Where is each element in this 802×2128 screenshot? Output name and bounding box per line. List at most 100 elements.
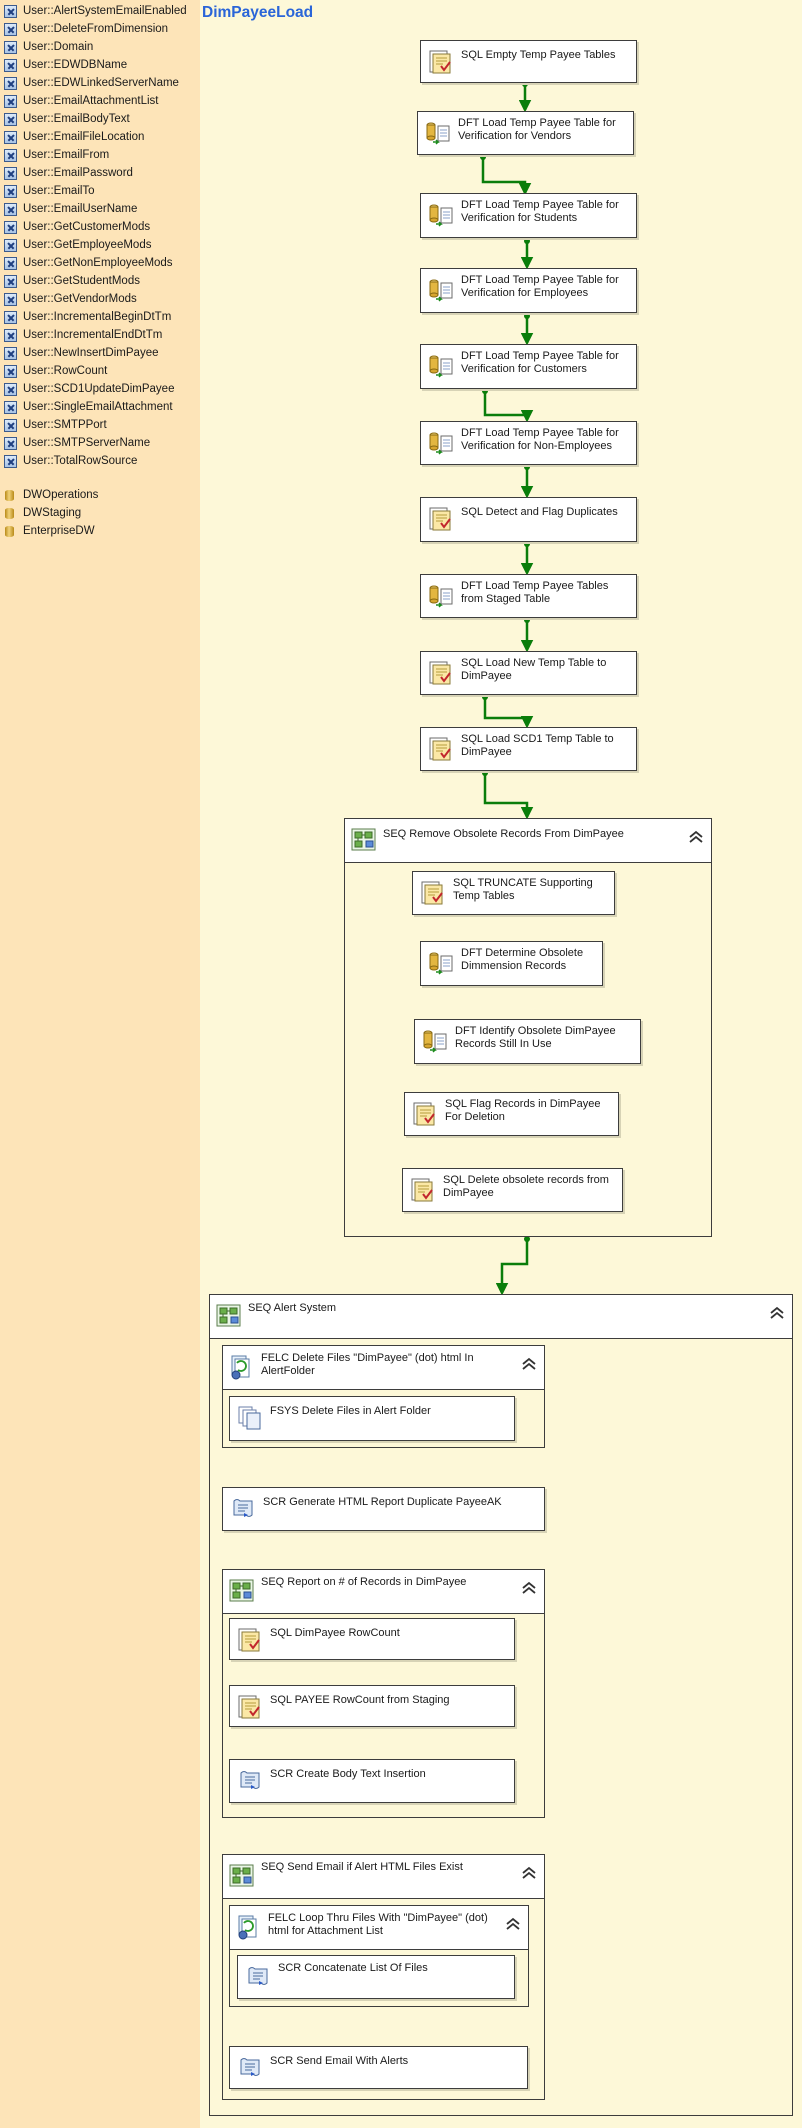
sql-load-scd1-temp-task[interactable]: SQL Load SCD1 Temp Table to DimPayee — [420, 727, 637, 771]
variable-label: User::TotalRowSource — [23, 455, 138, 467]
variable-label: User::AlertSystemEmailEnabled — [23, 5, 187, 17]
sql-flag-records-task[interactable]: SQL Flag Records in DimPayee For Deletio… — [404, 1092, 619, 1136]
variable-label: User::SMTPServerName — [23, 437, 151, 449]
variable-item[interactable]: User::IncrementalBeginDtTm — [4, 308, 171, 326]
variable-item[interactable]: User::GetEmployeeMods — [4, 236, 151, 254]
sql-detect-flag-duplicates-task[interactable]: SQL Detect and Flag Duplicates — [420, 497, 637, 542]
collapse-icon[interactable] — [520, 1579, 538, 1597]
connection-item[interactable]: EnterpriseDW — [4, 522, 95, 540]
variable-item[interactable]: User::GetStudentMods — [4, 272, 140, 290]
container-header: FELC Delete Files "DimPayee" (dot) html … — [223, 1346, 544, 1390]
variable-item[interactable]: User::EmailBodyText — [4, 110, 130, 128]
sql-empty-temp-payee-tables-task[interactable]: SQL Empty Temp Payee Tables — [420, 40, 637, 83]
container-title: FELC Delete Files "DimPayee" (dot) html … — [261, 1352, 474, 1377]
variable-item[interactable]: User::EmailFrom — [4, 146, 109, 164]
variable-icon — [4, 4, 17, 18]
sql-load-new-temp-task[interactable]: SQL Load New Temp Table to DimPayee — [420, 651, 637, 695]
container-header: FELC Loop Thru Files With "DimPayee" (do… — [230, 1906, 528, 1950]
task-label: SQL TRUNCATE Supporting Temp Tables — [453, 877, 593, 902]
variable-label: User::SMTPPort — [23, 419, 107, 431]
task-label: DFT Load Temp Payee Tables from Staged T… — [461, 580, 609, 605]
data-flow-task-icon — [428, 583, 454, 609]
variable-item[interactable]: User::SMTPServerName — [4, 434, 150, 452]
collapse-icon[interactable] — [520, 1355, 538, 1373]
database-icon — [4, 507, 15, 520]
variable-item[interactable]: User::GetCustomerMods — [4, 218, 150, 236]
variable-icon — [4, 454, 17, 468]
variable-item[interactable]: User::EmailTo — [4, 182, 95, 200]
task-label: SQL PAYEE RowCount from Staging — [270, 1694, 450, 1706]
variable-item[interactable]: User::AlertSystemEmailEnabled — [4, 2, 187, 20]
sql-dimpayee-rowcount-task[interactable]: SQL DimPayee RowCount — [229, 1618, 515, 1660]
variable-item[interactable]: User::SCD1UpdateDimPayee — [4, 380, 174, 398]
container-header: SEQ Send Email if Alert HTML Files Exist — [223, 1855, 544, 1899]
variable-item[interactable]: User::NewInsertDimPayee — [4, 344, 158, 362]
dft-identify-obsolete-task[interactable]: DFT Identify Obsolete DimPayee Records S… — [414, 1019, 641, 1064]
dft-determine-obsolete-task[interactable]: DFT Determine Obsolete Dimmension Record… — [420, 941, 603, 986]
variable-icon — [4, 58, 17, 72]
foreach-loop-icon — [229, 1354, 255, 1380]
collapse-icon[interactable] — [687, 828, 705, 846]
collapse-icon[interactable] — [520, 1864, 538, 1882]
task-label: DFT Load Temp Payee Table for Verificati… — [461, 350, 619, 375]
execute-sql-task-icon — [237, 1694, 263, 1720]
precedence-link — [481, 155, 532, 196]
dft-load-students-task[interactable]: DFT Load Temp Payee Table for Verificati… — [420, 193, 637, 238]
collapse-icon[interactable] — [768, 1304, 786, 1322]
variable-item[interactable]: User::EmailAttachmentList — [4, 92, 159, 110]
variable-item[interactable]: User::GetNonEmployeeMods — [4, 254, 173, 272]
variable-item[interactable]: User::EmailFileLocation — [4, 128, 144, 146]
variable-label: User::GetVendorMods — [23, 293, 137, 305]
variable-item[interactable]: User::IncrementalEndDtTm — [4, 326, 162, 344]
task-label: DFT Load Temp Payee Table for Verificati… — [461, 427, 619, 452]
variable-icon — [4, 238, 17, 252]
variable-label: User::NewInsertDimPayee — [23, 347, 159, 359]
variable-label: User::SCD1UpdateDimPayee — [23, 383, 175, 395]
sequence-container-icon — [229, 1578, 255, 1604]
task-label: SQL Flag Records in DimPayee For Deletio… — [445, 1098, 601, 1123]
variable-item[interactable]: User::SingleEmailAttachment — [4, 398, 173, 416]
variable-icon — [4, 40, 17, 54]
variable-item[interactable]: User::EmailPassword — [4, 164, 133, 182]
data-flow-task-icon — [428, 202, 454, 228]
dft-load-non-employees-task[interactable]: DFT Load Temp Payee Table for Verificati… — [420, 421, 637, 465]
variable-item[interactable]: User::DeleteFromDimension — [4, 20, 168, 38]
dft-load-from-staged-task[interactable]: DFT Load Temp Payee Tables from Staged T… — [420, 574, 637, 618]
variable-icon — [4, 184, 17, 198]
variable-item[interactable]: User::GetVendorMods — [4, 290, 137, 308]
sql-payee-rowcount-staging-task[interactable]: SQL PAYEE RowCount from Staging — [229, 1685, 515, 1727]
task-label: DFT Determine Obsolete Dimmension Record… — [461, 947, 584, 972]
dft-load-customers-task[interactable]: DFT Load Temp Payee Table for Verificati… — [420, 344, 637, 389]
scr-send-email-task[interactable]: SCR Send Email With Alerts — [229, 2046, 528, 2089]
container-title: SEQ Report on # of Records in DimPayee — [261, 1576, 467, 1588]
sql-delete-obsolete-task[interactable]: SQL Delete obsolete records from DimPaye… — [402, 1168, 623, 1212]
variable-label: User::GetNonEmployeeMods — [23, 257, 173, 269]
felc-delete-files-container[interactable]: FELC Delete Files "DimPayee" (dot) html … — [222, 1345, 545, 1448]
variable-item[interactable]: User::EDWLinkedServerName — [4, 74, 179, 92]
variable-icon — [4, 346, 17, 360]
container-header: SEQ Alert System — [210, 1295, 792, 1339]
variable-item[interactable]: User::Domain — [4, 38, 93, 56]
connection-item[interactable]: DWStaging — [4, 504, 81, 522]
script-task-icon — [237, 2055, 263, 2081]
variable-item[interactable]: User::EmailUserName — [4, 200, 137, 218]
variable-item[interactable]: User::EDWDBName — [4, 56, 127, 74]
script-task-icon — [237, 1768, 263, 1794]
sql-truncate-supporting-task[interactable]: SQL TRUNCATE Supporting Temp Tables — [412, 871, 615, 915]
connection-item[interactable]: DWOperations — [4, 486, 98, 504]
data-flow-task-icon — [428, 950, 454, 976]
container-title: SEQ Send Email if Alert HTML Files Exist — [261, 1861, 463, 1873]
scr-generate-html-report-task[interactable]: SCR Generate HTML Report Duplicate Payee… — [222, 1487, 545, 1531]
variable-item[interactable]: User::TotalRowSource — [4, 452, 137, 470]
dft-load-vendors-task[interactable]: DFT Load Temp Payee Table for Verificati… — [417, 111, 634, 155]
dft-load-employees-task[interactable]: DFT Load Temp Payee Table for Verificati… — [420, 268, 637, 313]
variable-item[interactable]: User::SMTPPort — [4, 416, 107, 434]
task-label: SQL Detect and Flag Duplicates — [461, 506, 618, 518]
variable-icon — [4, 22, 17, 36]
variable-icon — [4, 166, 17, 180]
variable-item[interactable]: User::RowCount — [4, 362, 107, 380]
fsys-delete-files-task[interactable]: FSYS Delete Files in Alert Folder — [229, 1396, 515, 1441]
scr-concatenate-list-task[interactable]: SCR Concatenate List Of Files — [237, 1955, 515, 1999]
collapse-icon[interactable] — [504, 1915, 522, 1933]
scr-create-body-text-task[interactable]: SCR Create Body Text Insertion — [229, 1759, 515, 1803]
